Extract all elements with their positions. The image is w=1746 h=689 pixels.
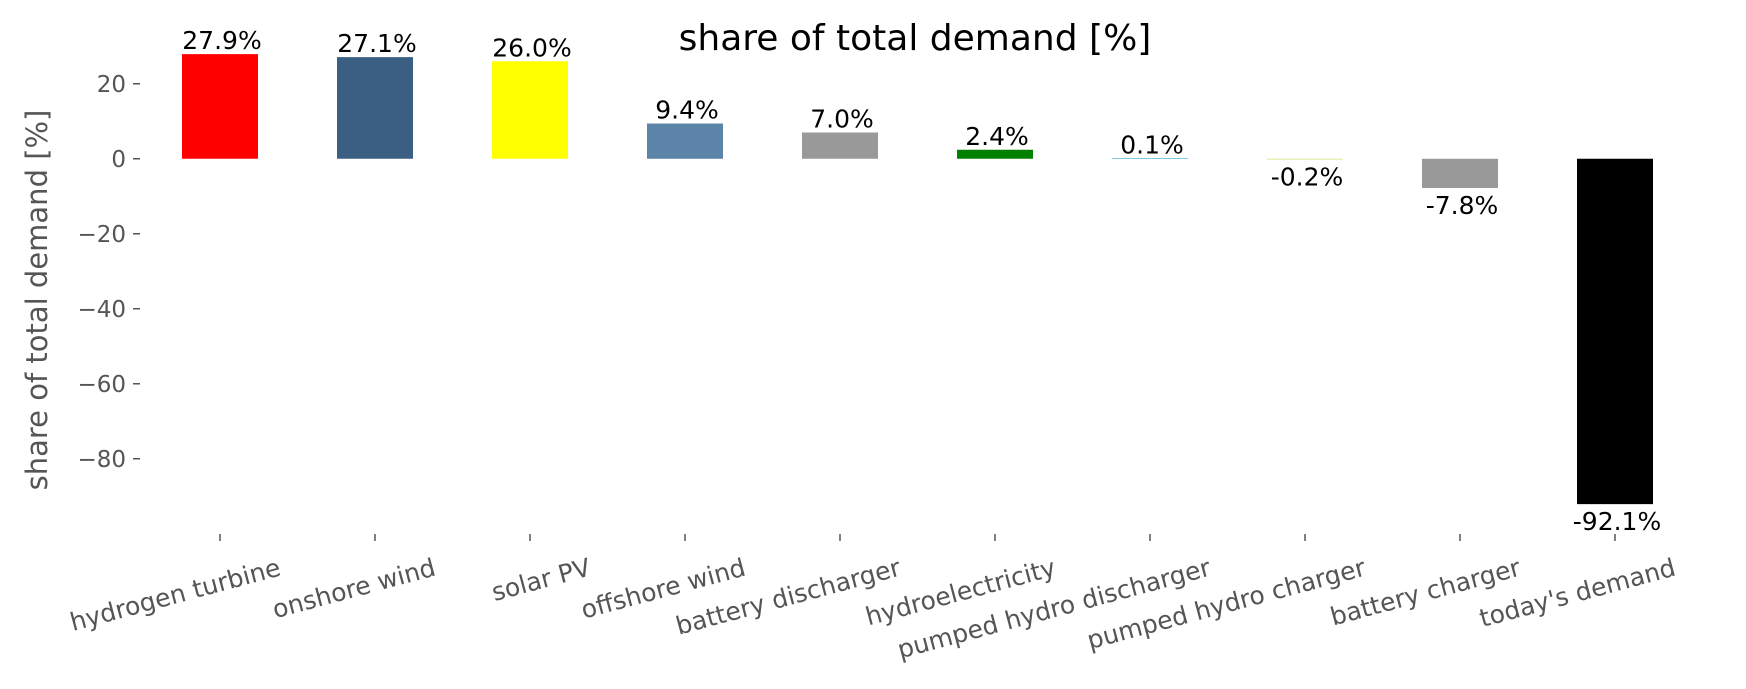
bar (337, 57, 413, 159)
data-label: 9.4% (655, 96, 719, 125)
y-tick-label: 0 (111, 147, 126, 173)
x-tick-label: onshore wind (269, 553, 438, 624)
data-label: 0.1% (1120, 130, 1184, 159)
data-label: 27.9% (182, 26, 261, 55)
y-tick-label: −80 (77, 447, 126, 473)
y-tick-label: −40 (77, 297, 126, 323)
data-label: 2.4% (965, 122, 1029, 151)
bar (1267, 158, 1343, 160)
data-labels-group: 27.9% 27.1% 26.0% 9.4% 7.0% 2.4% 0.1% -0.2% -7.8… (182, 26, 1661, 536)
data-label: -0.2% (1271, 163, 1344, 192)
data-label: -7.8% (1426, 191, 1499, 220)
bar (492, 61, 568, 159)
bar (1112, 158, 1188, 159)
y-tick-label: −20 (77, 222, 126, 248)
bar (1422, 158, 1498, 188)
data-label: 27.1% (337, 29, 416, 58)
bar (1577, 158, 1653, 505)
bar (647, 123, 723, 159)
data-label: 26.0% (492, 33, 571, 62)
bars-group (182, 54, 1653, 505)
data-label: -92.1% (1573, 507, 1661, 536)
y-axis: 20 0 −20 −40 −60 −80 (77, 72, 140, 473)
x-tick-label: hydrogen turbine (67, 553, 284, 637)
y-tick-label: 20 (97, 72, 126, 98)
chart-title: share of total demand [%] (679, 18, 1152, 59)
bar (802, 132, 878, 159)
bar (182, 54, 258, 159)
y-tick-label: −60 (77, 372, 126, 398)
data-label: 7.0% (810, 105, 874, 134)
bar (957, 149, 1033, 159)
y-axis-label: share of total demand [%] (20, 110, 54, 491)
